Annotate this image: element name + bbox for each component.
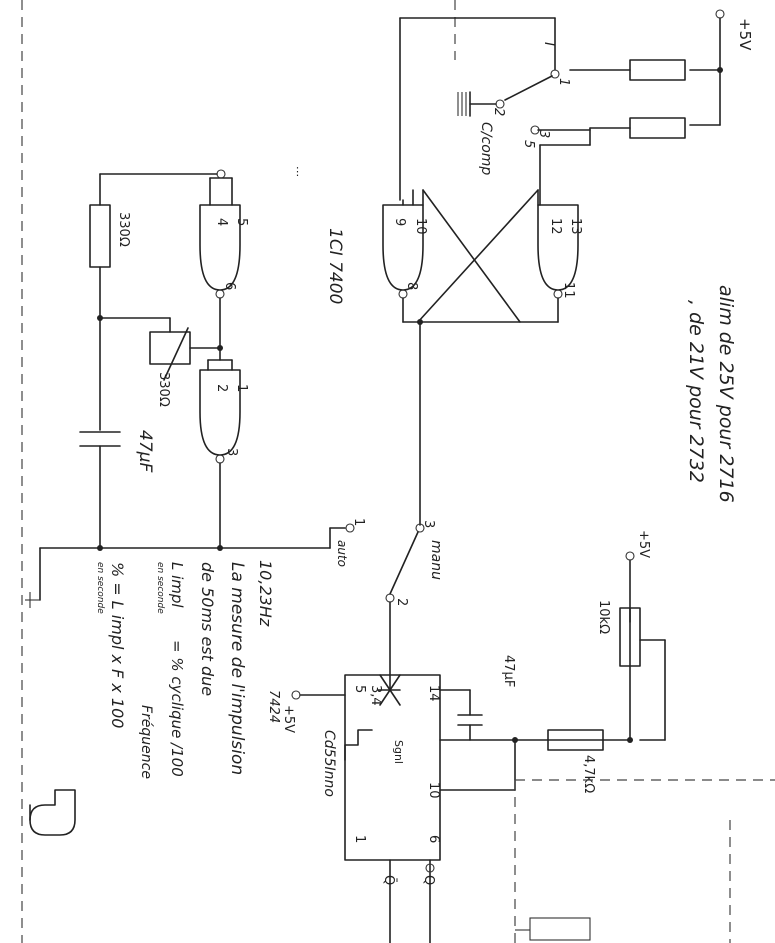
note-line-3d: Fréquence xyxy=(138,705,154,779)
timer-pin14: 14 xyxy=(426,685,441,702)
switch-ii-auto: auto xyxy=(335,540,349,567)
gate-c-pin8: 8 xyxy=(404,282,419,290)
gate-b-pin3: 3 xyxy=(224,448,239,456)
switch-ii: 1 3 2 manu auto xyxy=(329,518,444,691)
gate-symbol-sketch xyxy=(29,789,76,836)
switch-i-pin2: 2 xyxy=(491,108,506,116)
gate-a-pin5: 5 xyxy=(234,218,249,226)
freq-label: 10,23Hz xyxy=(256,560,275,627)
supply-mid-label: +5V xyxy=(636,530,651,558)
nand-gate-b: 1 2 3 xyxy=(199,345,249,549)
gate-c-pin10: 10 xyxy=(413,218,428,235)
switch-i: I 1 2 3 5 C/comp xyxy=(399,17,591,206)
timer-supply: +5V xyxy=(281,705,296,733)
r330-label: 330Ω xyxy=(116,212,131,247)
gate-b-pin1: 1 xyxy=(234,384,249,392)
note-line-4b: en seconde xyxy=(95,562,105,614)
cap47-label: 47µF xyxy=(135,430,155,472)
timer-mid-label: Sgnl xyxy=(392,740,405,764)
nand-gate-d: 13 12 11 xyxy=(537,204,583,323)
supply-note-1: alim de 25V pour 2716 xyxy=(715,285,737,503)
note-line-2: de 50ms est due xyxy=(198,562,217,696)
switch-ii-manu: manu xyxy=(428,540,444,580)
margin-note-dots: ⋮ xyxy=(292,165,303,178)
switch-i-label: C/comp xyxy=(478,122,494,175)
pot330-label: 330Ω xyxy=(156,372,171,407)
gate-b-pin2: 2 xyxy=(214,384,229,392)
cross-coupling xyxy=(402,189,559,526)
gate-d-pin12: 12 xyxy=(548,218,563,235)
timer-chip-code: 7424 xyxy=(266,690,281,723)
timer-pin6: 6 xyxy=(426,835,441,843)
page-edge-marks xyxy=(21,0,456,943)
note-line-1: La mesure de l'impulsion xyxy=(227,562,247,775)
nand-gate-a: 5 4 6 xyxy=(199,169,249,349)
ic-name: 1CI 7400 xyxy=(325,228,345,304)
r47k-label: 4,7kΩ xyxy=(581,755,596,793)
pullup-resistors xyxy=(569,59,686,146)
rc-network: 330Ω 330Ω 47µF xyxy=(39,173,331,601)
timer-pin1: 1 xyxy=(352,835,367,843)
switch-ii-pin1: 1 xyxy=(351,518,366,526)
supply-top: +5V xyxy=(689,9,754,126)
r10k-label: 10kΩ xyxy=(596,600,611,634)
gate-a-pin6: 6 xyxy=(222,282,237,290)
gate-d-pin11: 11 xyxy=(561,282,576,299)
switch-ii-pin2: 2 xyxy=(394,598,409,606)
switch-i-pin1: 1 xyxy=(556,78,571,86)
switch-ii-pin3: 3 xyxy=(421,520,436,528)
timer-q: Q xyxy=(421,875,436,885)
nand-gate-c: 10 9 8 xyxy=(382,189,428,323)
note-line-3b: en seconde xyxy=(155,562,165,614)
timer-chip: 14 10 6 5 3,4 1 Sgnl Cd55Inno 7424 Q̄ Q … xyxy=(266,530,666,943)
timer-pin10: 10 xyxy=(426,782,441,799)
note-line-3c: = % cyclique /100 xyxy=(168,640,186,777)
gate-d-pin13: 13 xyxy=(568,218,583,235)
switch-i-pin3: 3 xyxy=(536,130,551,138)
timer-pin34: 3,4 xyxy=(368,685,383,706)
supply-label-top: +5V xyxy=(736,18,754,51)
switch-i-roman: I xyxy=(541,42,557,46)
note-line-3a: L impl xyxy=(168,562,186,608)
timer-pin5: 5 xyxy=(352,685,367,693)
supply-note-2: , de 21V pour 2732 xyxy=(685,300,707,483)
margin-marks: ⋮ xyxy=(25,165,303,608)
supply-notes: alim de 25V pour 2716 , de 21V pour 2732 xyxy=(685,285,737,503)
cap47b-label: 47µF xyxy=(501,655,516,687)
gate-c-pin9: 9 xyxy=(392,218,407,226)
note-line-4: % = L impl x F x 100 xyxy=(108,562,127,728)
timer-name: Cd55Inno xyxy=(321,730,337,797)
gate-a-pin4: 4 xyxy=(214,218,229,226)
output-block xyxy=(514,779,775,943)
timer-qbar: Q̄ xyxy=(381,875,396,885)
measurement-notes: 10,23Hz La mesure de l'impulsion de 50ms… xyxy=(29,560,275,836)
switch-i-pin5: 5 xyxy=(521,140,536,148)
